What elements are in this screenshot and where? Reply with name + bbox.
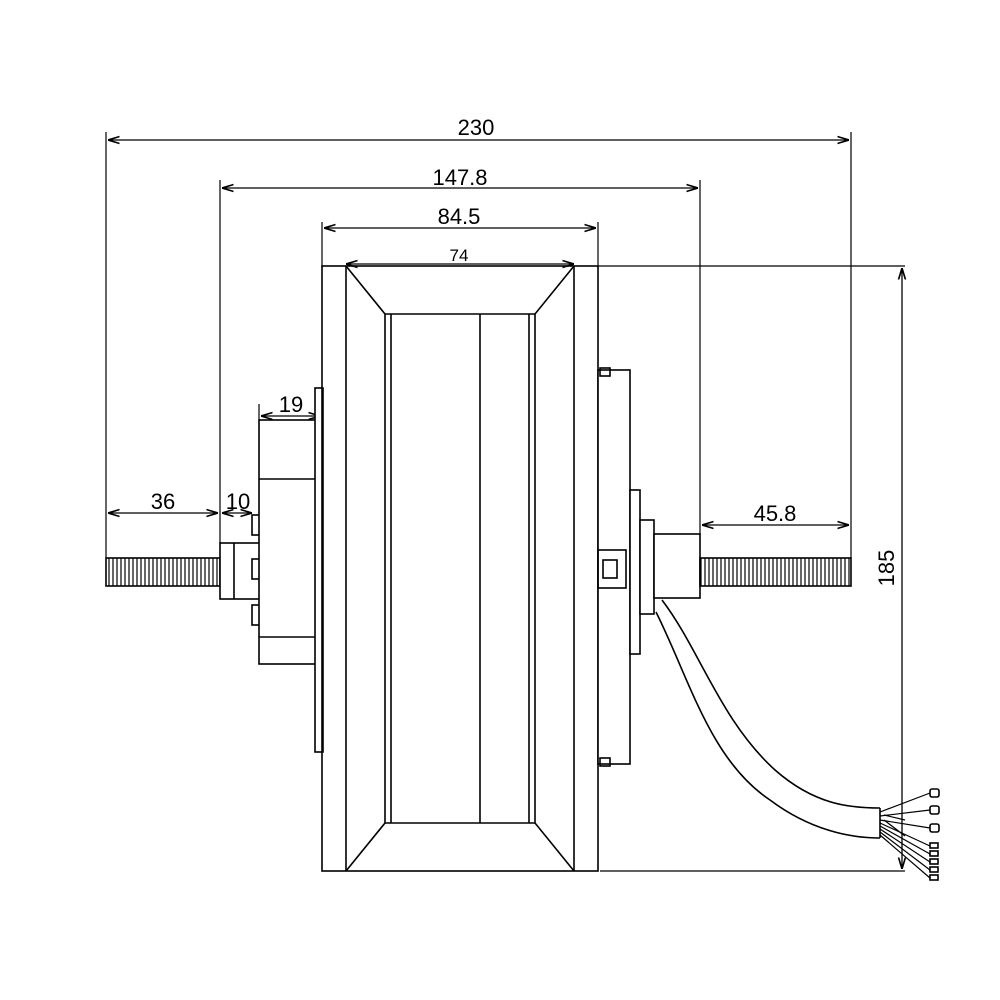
extension-lines	[105, 132, 905, 872]
left-axle	[105, 557, 221, 587]
cable-wires	[879, 788, 940, 881]
right-end-cap	[597, 367, 655, 767]
left-end-cap	[258, 387, 324, 753]
dim-hub-mount-width: 147.8	[432, 165, 487, 190]
dim-right-axle: 45.8	[754, 501, 797, 526]
motor-cable	[655, 599, 881, 839]
left-shoulder	[219, 514, 261, 626]
right-shoulder	[653, 533, 701, 599]
dim-left-flange: 19	[279, 392, 303, 417]
dim-left-shoulder: 10	[226, 489, 250, 514]
dim-diameter: 185	[874, 550, 899, 587]
dim-rim-inner-width: 74	[450, 246, 469, 265]
dim-rim-outer-width: 84.5	[438, 204, 481, 229]
motor-shell	[321, 265, 599, 872]
right-axle	[699, 557, 852, 587]
dim-overall-length: 230	[458, 115, 495, 140]
dimension-lines	[108, 140, 902, 869]
dim-left-axle: 36	[151, 489, 175, 514]
dimension-labels: 230 147.8 84.5 74 19 36 10 45.8 185	[151, 115, 899, 586]
